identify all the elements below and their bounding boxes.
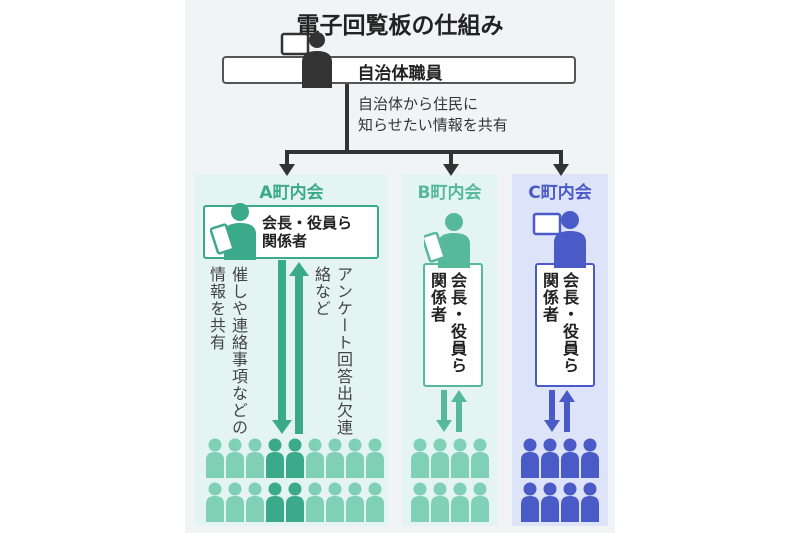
staff-box [222,56,576,84]
zone-a-officers-line1: 会長・役員ら [262,214,353,232]
zone-a-officers-label: 会長・役員ら 関係者 [262,214,352,250]
zone-b-officer-icon [424,213,470,268]
zone-a-resident-person-icon [306,482,324,522]
zone-a-resident-person-icon [346,482,364,522]
zone-a-resident-person-icon [226,482,244,522]
zone-c-resident-person-icon [541,438,559,478]
zone-a-resident-person-icon [246,438,264,478]
zone-a-resident-person-icon [366,482,384,522]
zone-a-tablet-icon [210,223,235,255]
zone-c-tablet-icon [532,212,562,236]
zone-b-title: B町内会 [417,183,482,203]
zone-b-resident-person-icon [431,482,449,522]
staff-person-icon [280,32,332,88]
zone-a-resident-person-icon [286,482,304,522]
zone-a-resident-person-icon [266,482,284,522]
zone-c-resident-person-icon [581,438,599,478]
zone-c-resident-person-icon [581,482,599,522]
zone-a-resident-person-icon [286,438,304,478]
zone-a-resident-person-icon [206,482,224,522]
zone-b-officers-label: 会長・役員ら関係者 [428,272,467,374]
zone-b-resident-person-icon [471,482,489,522]
zone-c-resident-person-icon [521,438,539,478]
zone-c-title: C町内会 [528,183,592,203]
info-note-line1: 自治体から住民に [358,95,479,113]
zone-a-resident-person-icon [266,438,284,478]
staff-connector [279,84,569,176]
zone-b-resident-person-icon [451,482,469,522]
zone-a-up-arrow [289,262,309,434]
zone-b-resident-person-icon [411,482,429,522]
zone-a-resident-person-icon [226,438,244,478]
zone-a-resident-person-icon [206,438,224,478]
zone-a-resident-person-icon [326,438,344,478]
staff-tablet-icon [280,32,310,56]
zone-a-title: A町内会 [259,183,324,203]
zone-c-resident-person-icon [561,482,579,522]
zone-b-down-arrow [436,390,452,432]
info-note-line2: 知らせたい情報を共有 [358,116,508,134]
staff-label: 自治体職員 [357,64,443,84]
zone-c-resident-person-icon [541,482,559,522]
zone-a-resident-person-icon [326,482,344,522]
zone-a-down-arrow [272,260,292,434]
zone-c-resident-person-icon [561,438,579,478]
zone-a-down-note: 催しや連絡事項などの情報を共有 [207,266,248,436]
zone-b-resident-person-icon [471,438,489,478]
zone-a-officers-line2: 関係者 [262,232,308,250]
zone-a-resident-person-icon [246,482,264,522]
zone-b-officers-box [423,263,483,387]
info-note: 自治体から住民に 知らせたい情報を共有 [358,94,508,136]
zone-a-up-note: アンケート回答出欠連絡など [312,266,353,436]
zone-c-down-arrow [544,390,560,432]
zone-c-officers-label: 会長・役員ら関係者 [540,272,579,374]
zone-b-tablet-icon [424,231,446,263]
zone-c-up-arrow [559,390,575,432]
zone-b-up-arrow [451,390,467,432]
zone-b-resident-person-icon [411,438,429,478]
zone-c-officers-box [535,263,595,387]
zone-a-resident-person-icon [306,438,324,478]
zone-c-resident-person-icon [521,482,539,522]
diagram-title: 電子回覧板の仕組み [296,13,504,39]
zone-a-officer-icon [210,203,256,260]
zone-b-resident-person-icon [451,438,469,478]
zone-a-resident-person-icon [366,438,384,478]
zone-a-resident-person-icon [346,438,364,478]
zone-c-officer-icon [532,211,586,268]
zone-b-resident-person-icon [431,438,449,478]
